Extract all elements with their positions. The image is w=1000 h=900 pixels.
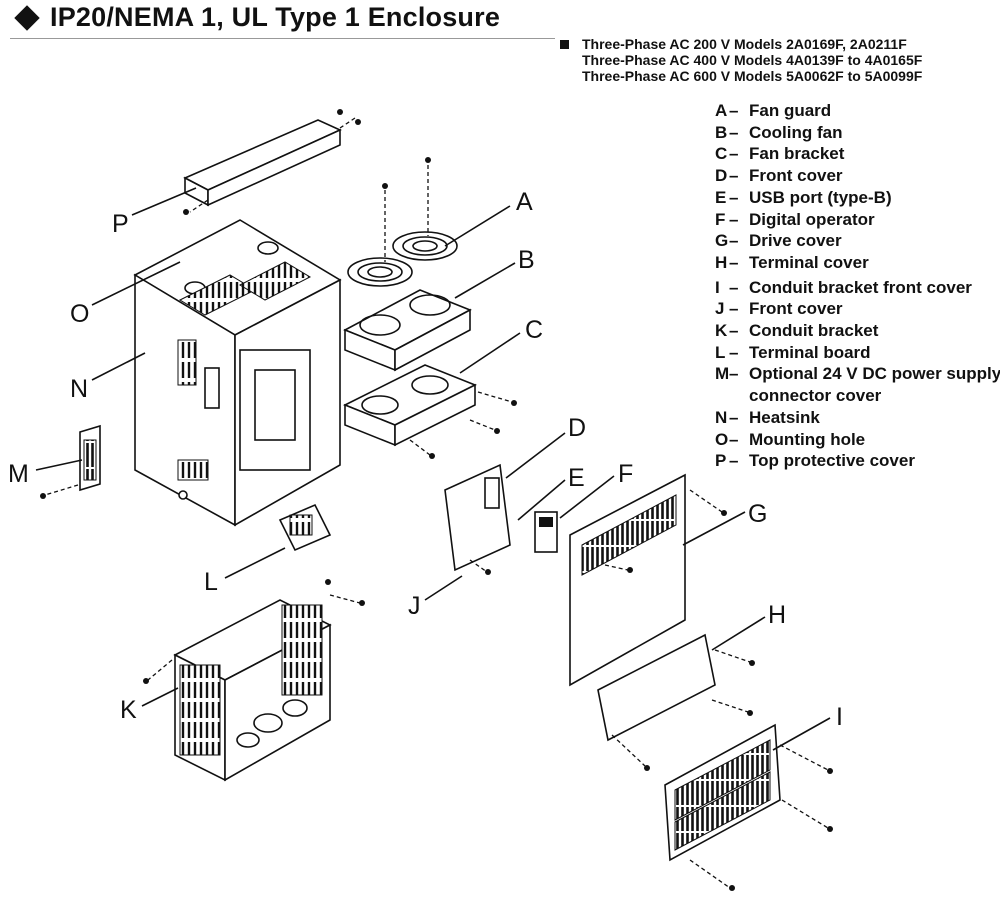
legend-item: L–Terminal board xyxy=(715,342,871,362)
legend-item: C–Fan bracket xyxy=(715,144,845,164)
cooling-fans xyxy=(343,289,472,372)
legend-item: P–Top protective cover xyxy=(715,451,915,471)
legend-item: I–Conduit bracket front cover xyxy=(715,277,972,297)
fan-guards xyxy=(347,157,458,287)
legend-item: D–Front cover xyxy=(715,166,843,186)
callout-c: C xyxy=(525,316,543,344)
model-line: Three-Phase AC 400 V Models 4A0139F to 4… xyxy=(582,52,923,68)
legend-item: K–Conduit bracket xyxy=(715,321,879,341)
callout-f: F xyxy=(618,460,633,488)
legend-item: E–USB port (type-B) xyxy=(715,187,892,207)
square-bullet-icon xyxy=(560,40,569,49)
power-supply-connector-cover xyxy=(40,424,101,499)
legend-item: J–Front cover xyxy=(715,299,843,319)
legend-item: M–Optional 24 V DC power supply xyxy=(715,364,1000,384)
terminal-cover xyxy=(597,633,755,771)
parts-legend: A–Fan guard B–Cooling fan C–Fan bracket … xyxy=(715,100,1000,472)
legend-item-continued: connector cover xyxy=(749,386,882,406)
legend-item: N–Heatsink xyxy=(715,407,820,427)
model-line: Three-Phase AC 600 V Models 5A0062F to 5… xyxy=(582,68,923,84)
callout-m: M xyxy=(8,460,29,488)
callout-n: N xyxy=(70,375,88,403)
callout-e: E xyxy=(568,464,585,492)
digital-operator xyxy=(534,511,558,553)
legend-item: F–Digital operator xyxy=(715,209,875,229)
top-protective-cover xyxy=(183,109,361,215)
legend-item: O–Mounting hole xyxy=(715,429,866,449)
terminal-board xyxy=(278,503,332,552)
conduit-bracket-front-cover xyxy=(664,723,833,891)
callout-o: O xyxy=(70,300,89,328)
drive-body-heatsink xyxy=(133,219,342,527)
callout-g: G xyxy=(748,500,767,528)
callout-b: B xyxy=(518,246,535,274)
legend-item: B–Cooling fan xyxy=(715,122,843,142)
leader-lines xyxy=(35,187,831,751)
conduit-bracket xyxy=(143,579,365,782)
title-divider xyxy=(10,38,555,39)
page-heading: IP20/NEMA 1, UL Type 1 Enclosure xyxy=(14,2,500,33)
callout-a: A xyxy=(516,188,533,216)
callout-labels: P O N M A B C D E F G H I J L K xyxy=(8,188,843,731)
front-cover xyxy=(444,463,511,575)
model-line: Three-Phase AC 200 V Models 2A0169F, 2A0… xyxy=(582,36,907,52)
callout-l: L xyxy=(204,568,218,596)
callout-h: H xyxy=(768,601,786,629)
callout-j: J xyxy=(408,592,421,620)
callout-k: K xyxy=(120,696,137,724)
callout-d: D xyxy=(568,414,586,442)
fan-bracket xyxy=(343,364,517,459)
callout-p: P xyxy=(112,210,129,238)
legend-item: A–Fan guard xyxy=(715,101,832,120)
drive-cover xyxy=(569,473,727,687)
model-list: Three-Phase AC 200 V Models 2A0169F, 2A0… xyxy=(560,36,922,84)
legend-item: G–Drive cover xyxy=(715,231,842,251)
page-title: IP20/NEMA 1, UL Type 1 Enclosure xyxy=(50,2,501,32)
legend-item: H–Terminal cover xyxy=(715,252,869,272)
callout-i: I xyxy=(836,703,843,731)
